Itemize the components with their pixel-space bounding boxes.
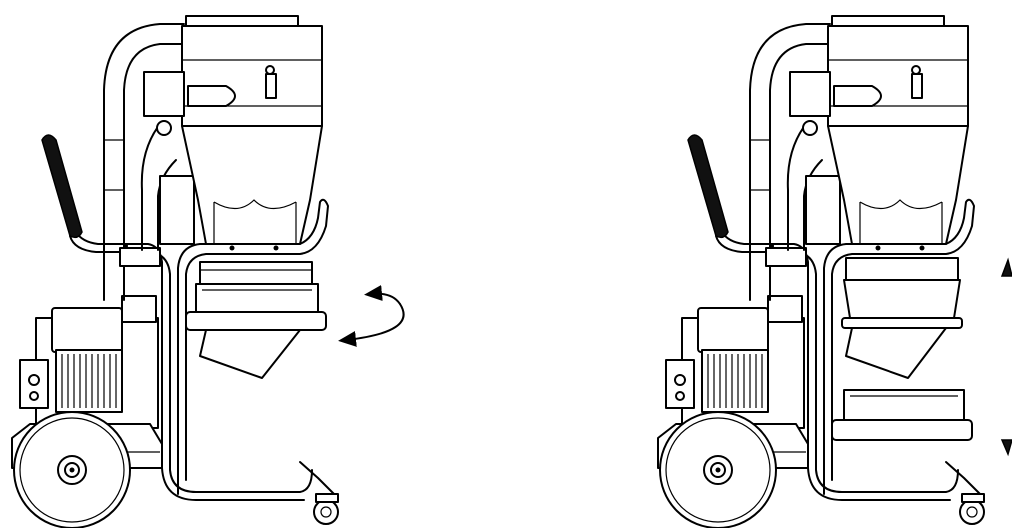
rotate-arrows-icon — [338, 285, 405, 347]
separator-ring — [845, 257, 959, 281]
collection-bin — [843, 389, 965, 421]
separator-ring — [199, 261, 313, 285]
collection-bin — [195, 283, 319, 313]
panel-left — [11, 15, 405, 528]
panel-right — [657, 15, 1012, 528]
up-down-arrows-icon — [1000, 257, 1012, 457]
